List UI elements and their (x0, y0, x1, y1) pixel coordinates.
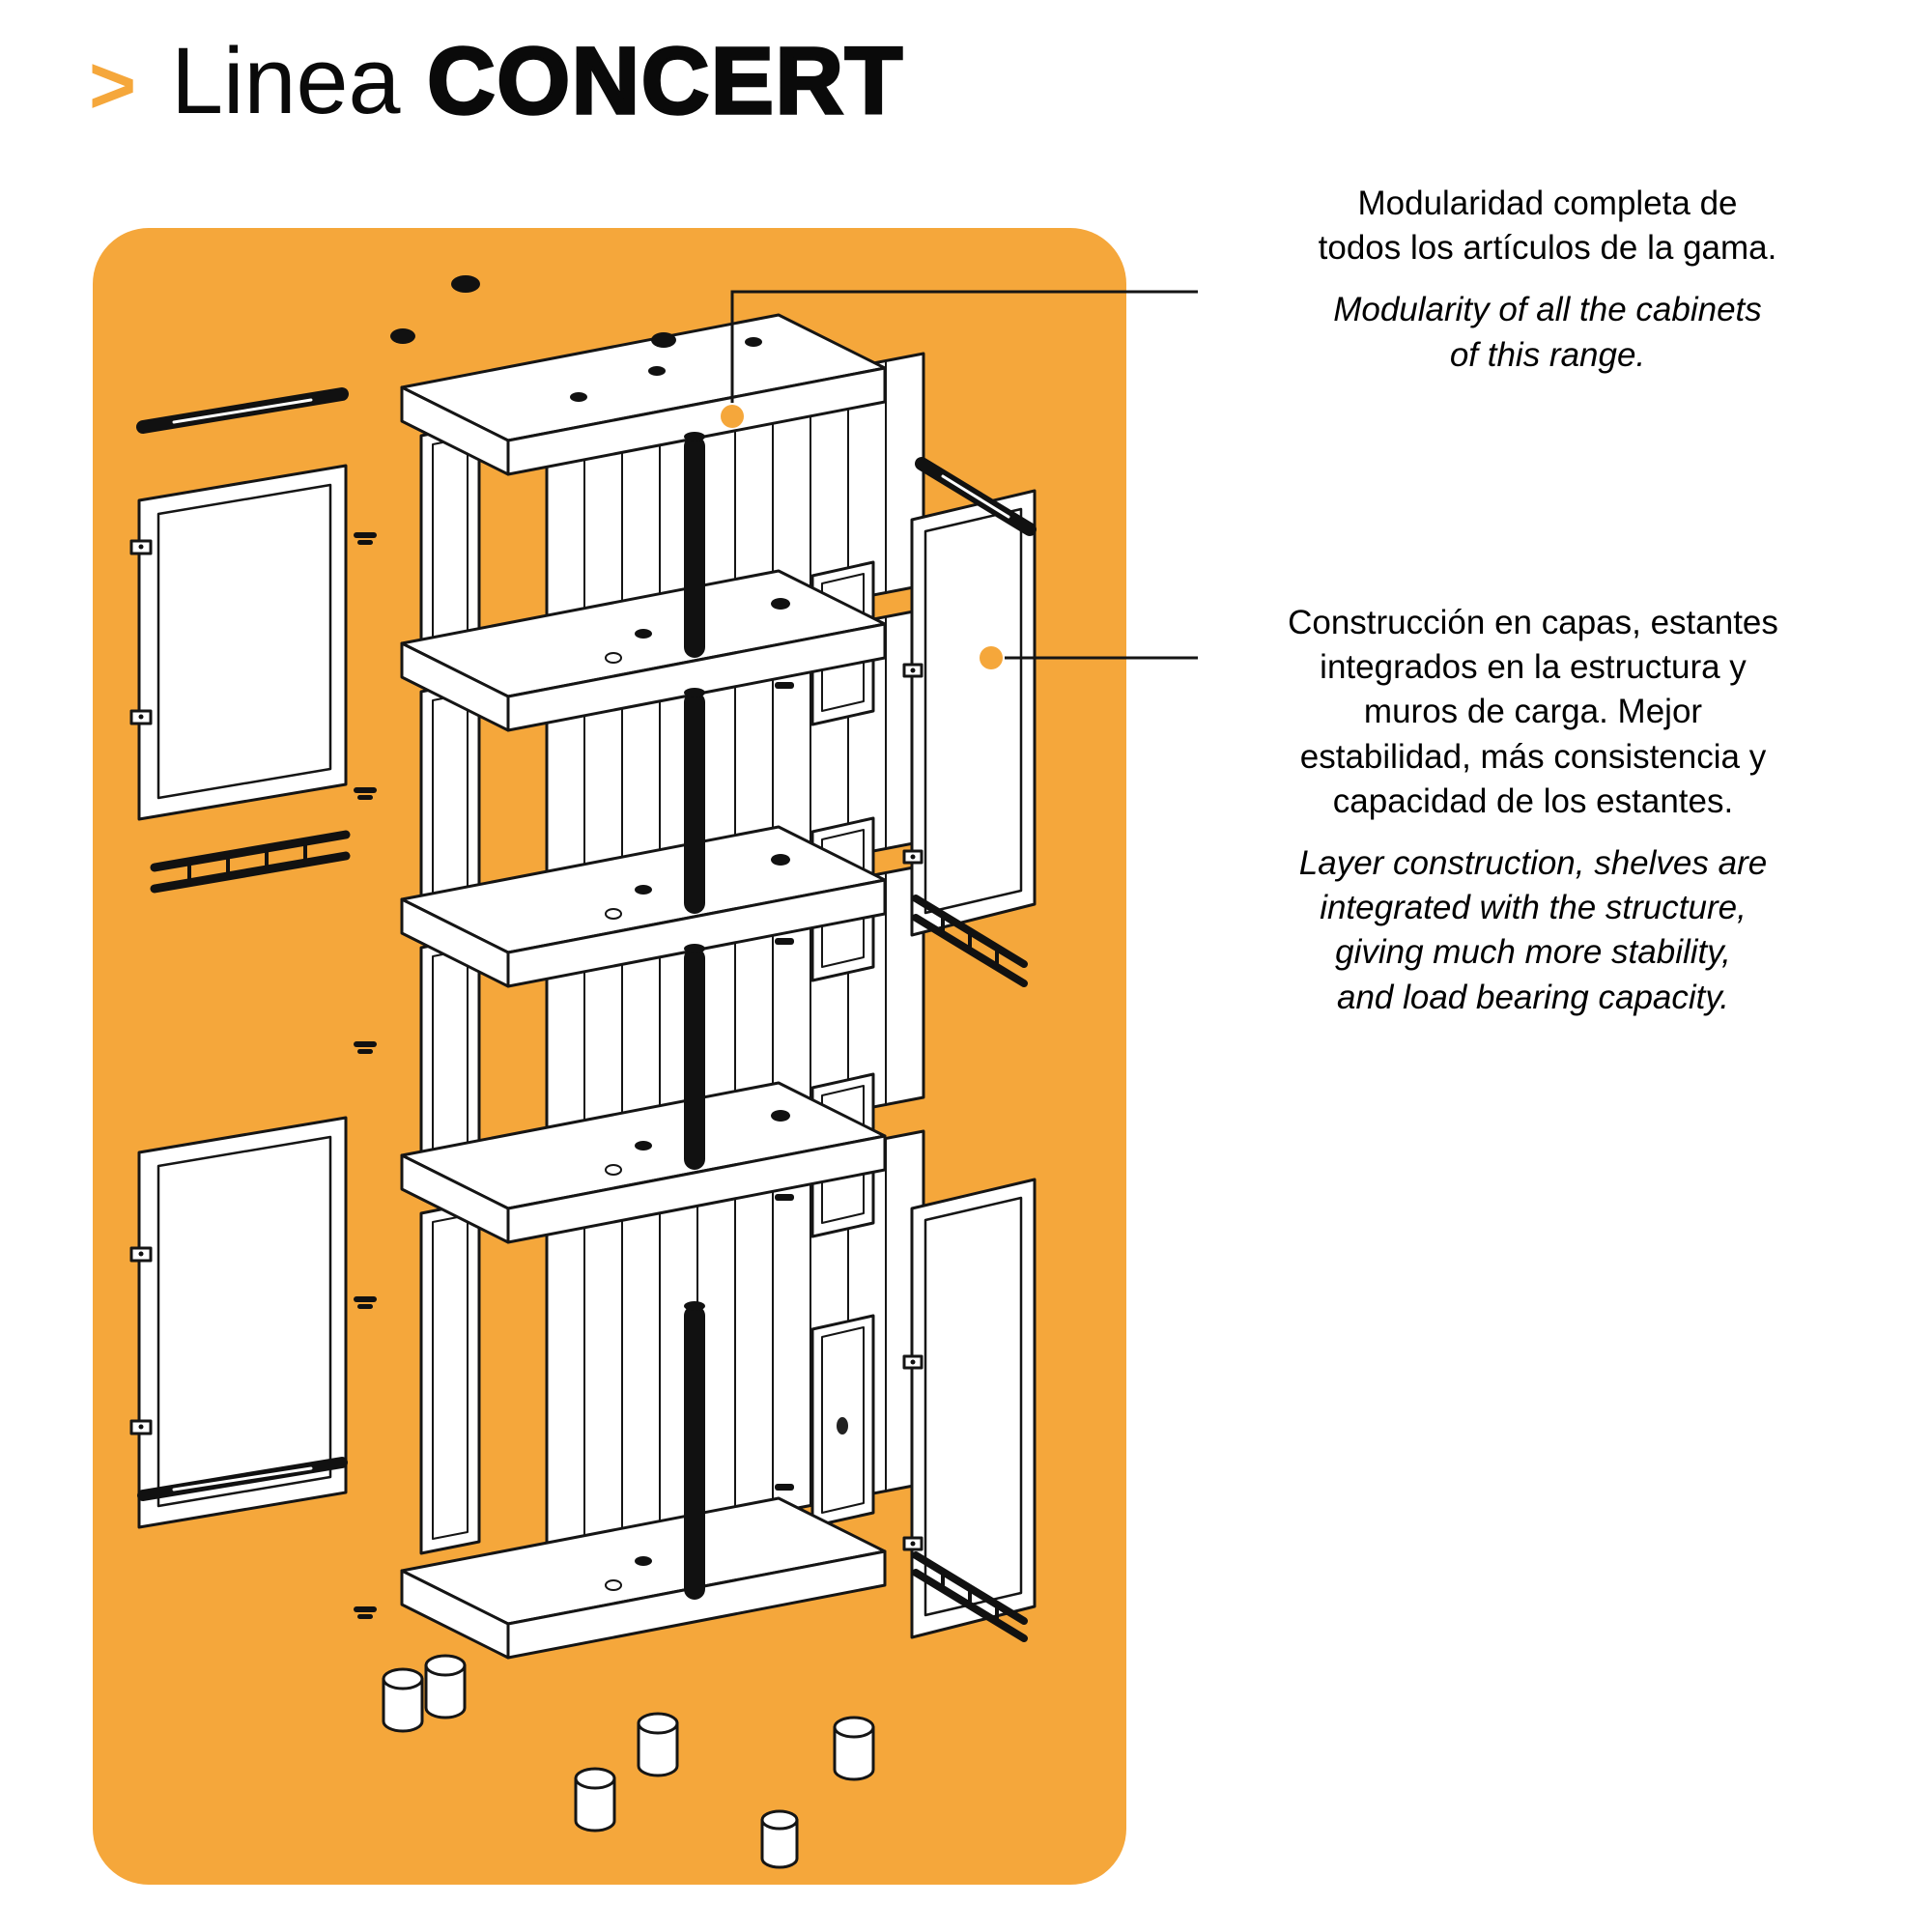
hinge-icon (129, 539, 153, 725)
latch-icon (775, 1484, 794, 1491)
side-frame-left-3 (419, 934, 481, 1169)
annotation-modularity: Modularidad completa de todos los artícu… (1238, 182, 1857, 395)
title-text-regular: Linea (171, 28, 401, 133)
hinge-icon (902, 1354, 923, 1551)
annotation-construction-en: Layer construction, shelves are integrat… (1298, 843, 1768, 1016)
door-panel-right-top (902, 489, 1037, 937)
screw-caps (390, 275, 790, 1566)
support-pole-2 (684, 688, 705, 914)
annotation-modularity-es: Modularidad completa de todos los artícu… (1318, 185, 1777, 268)
latch-icon (775, 682, 794, 689)
slide-rail-left-top (136, 387, 349, 434)
fastener-clip-icons (354, 532, 377, 1619)
side-frame-left-2 (419, 678, 481, 913)
annotation-construction-es: Construcción en capas, estantes integrad… (1288, 604, 1778, 820)
side-frame-right-4 (775, 1314, 875, 1528)
support-pole-4 (684, 1301, 705, 1600)
annotation-construction: Construcción en capas, estantes integrad… (1209, 601, 1857, 1037)
slide-rail-left-bottom (137, 1457, 348, 1501)
slide-rail-right-mid (912, 895, 1028, 987)
illustration-panel (93, 228, 1126, 1885)
support-pole-3 (684, 944, 705, 1170)
latch-icon (775, 938, 794, 945)
door-panel-left-bottom (129, 1116, 348, 1529)
door-panel-right-bottom (902, 1178, 1037, 1639)
hinge-icon (129, 1246, 153, 1435)
page-title: > Linea CONCERT (89, 26, 905, 135)
exploded-cabinet-diagram (129, 275, 1037, 1869)
screw-holes (605, 652, 622, 1591)
annotation-modularity-en: Modularity of all the cabinets of this r… (1333, 291, 1762, 374)
cabinet-feet (382, 1654, 875, 1869)
keyhole-icon (837, 1417, 848, 1435)
support-pole-1 (684, 432, 705, 658)
latch-icon (775, 1194, 794, 1201)
door-panel-left-top (129, 464, 348, 821)
title-chevron-icon: > (89, 40, 137, 130)
hinge-icon (902, 663, 923, 865)
title-text-bold: CONCERT (426, 26, 905, 135)
slide-rail-right-bottom (912, 1551, 1028, 1642)
slide-rail-left-mid (150, 830, 351, 894)
slide-rail-right-top (915, 457, 1037, 536)
side-frame-left-1 (419, 422, 481, 657)
side-frame-left-4 (419, 1200, 481, 1555)
